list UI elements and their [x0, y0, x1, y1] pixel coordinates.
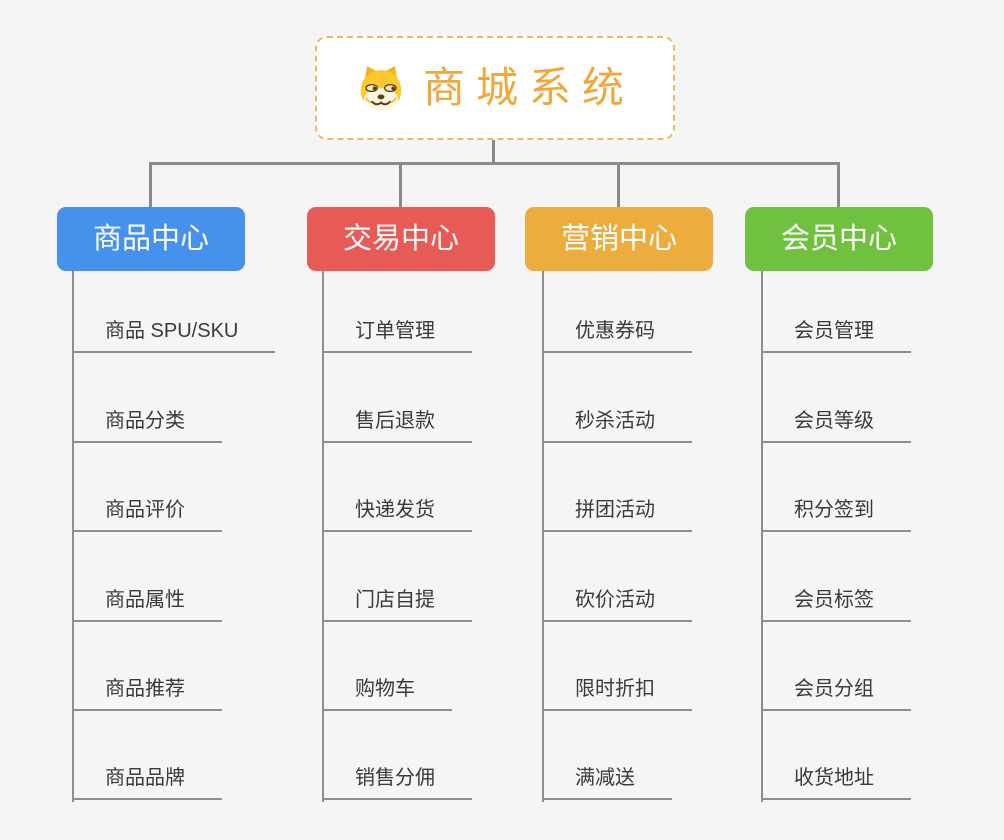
connector-children-product	[72, 271, 74, 802]
leaf-node[interactable]: 购物车	[322, 622, 472, 711]
leaf-node[interactable]: 订单管理	[322, 264, 472, 354]
leaf-label: 商品分类	[72, 409, 222, 443]
connector-trunk	[149, 162, 840, 165]
connector-drop-member	[837, 162, 840, 208]
leaf-label: 满减送	[542, 766, 672, 801]
leaf-label: 售后退款	[322, 409, 472, 443]
connector-children-trade	[322, 271, 324, 802]
root-topic-title: 商城系统	[422, 64, 635, 111]
leaf-label: 商品属性	[72, 588, 222, 622]
connector-root-stem	[492, 140, 495, 165]
trade-center-items: 订单管理 售后退款 快递发货 门店自提 购物车 销售分佣	[322, 264, 472, 801]
leaf-label: 积分签到	[761, 498, 911, 533]
leaf-node[interactable]: 商品分类	[72, 353, 275, 443]
leaf-node[interactable]: 优惠券码	[542, 264, 692, 354]
leaf-node[interactable]: 满减送	[542, 711, 692, 801]
branch-trade-center[interactable]: 交易中心	[307, 207, 495, 271]
leaf-label: 限时折扣	[542, 677, 692, 711]
leaf-node[interactable]: 积分签到	[761, 443, 911, 533]
leaf-label: 会员标签	[761, 588, 911, 622]
branch-product-center[interactable]: 商品中心	[57, 207, 245, 271]
leaf-label: 商品品牌	[72, 766, 222, 801]
leaf-node[interactable]: 门店自提	[322, 532, 472, 622]
leaf-node[interactable]: 商品属性	[72, 532, 275, 622]
leaf-node[interactable]: 商品品牌	[72, 711, 275, 801]
leaf-label: 优惠券码	[542, 319, 692, 354]
leaf-node[interactable]: 商品 SPU/SKU	[72, 264, 276, 354]
leaf-node[interactable]: 会员分组	[761, 622, 911, 711]
connector-children-marketing	[542, 271, 544, 802]
leaf-node[interactable]: 商品评价	[72, 443, 275, 533]
leaf-label: 会员分组	[761, 677, 911, 711]
leaf-label: 收货地址	[761, 766, 911, 801]
connector-children-member	[761, 271, 763, 802]
product-center-items: 商品 SPU/SKU 商品分类 商品评价 商品属性 商品推荐 商品品牌	[72, 264, 276, 801]
branch-member-center[interactable]: 会员中心	[745, 207, 933, 271]
leaf-label: 订单管理	[322, 319, 472, 354]
leaf-label: 购物车	[322, 677, 452, 711]
leaf-label: 销售分佣	[322, 766, 472, 801]
leaf-label: 快递发货	[322, 498, 472, 533]
connector-drop-product	[149, 162, 152, 208]
member-center-items: 会员管理 会员等级 积分签到 会员标签 会员分组 收货地址	[761, 264, 911, 801]
leaf-label: 门店自提	[322, 588, 472, 622]
leaf-label: 商品推荐	[72, 677, 222, 711]
leaf-node[interactable]: 收货地址	[761, 711, 911, 801]
leaf-node[interactable]: 快递发货	[322, 443, 472, 533]
leaf-node[interactable]: 拼团活动	[542, 443, 692, 533]
leaf-node[interactable]: 售后退款	[322, 353, 472, 443]
leaf-label: 会员等级	[761, 409, 911, 443]
leaf-label: 会员管理	[761, 319, 911, 354]
leaf-node[interactable]: 会员等级	[761, 353, 911, 443]
leaf-label: 秒杀活动	[542, 409, 692, 443]
connector-drop-marketing	[617, 162, 620, 208]
leaf-node[interactable]: 砍价活动	[542, 532, 692, 622]
leaf-label: 商品 SPU/SKU	[72, 319, 276, 354]
leaf-node[interactable]: 商品推荐	[72, 622, 275, 711]
branch-marketing-center[interactable]: 营销中心	[525, 207, 713, 271]
root-topic-node[interactable]: 商城系统	[315, 36, 675, 140]
leaf-label: 砍价活动	[542, 588, 692, 622]
leaf-node[interactable]: 秒杀活动	[542, 353, 692, 443]
leaf-node[interactable]: 会员标签	[761, 532, 911, 622]
connector-drop-trade	[399, 162, 402, 208]
leaf-node[interactable]: 会员管理	[761, 264, 911, 354]
leaf-label: 商品评价	[72, 498, 222, 533]
leaf-label: 拼团活动	[542, 498, 692, 533]
dog-face-icon	[355, 62, 407, 114]
marketing-center-items: 优惠券码 秒杀活动 拼团活动 砍价活动 限时折扣 满减送	[542, 264, 692, 801]
leaf-node[interactable]: 限时折扣	[542, 622, 692, 711]
leaf-node[interactable]: 销售分佣	[322, 711, 472, 801]
